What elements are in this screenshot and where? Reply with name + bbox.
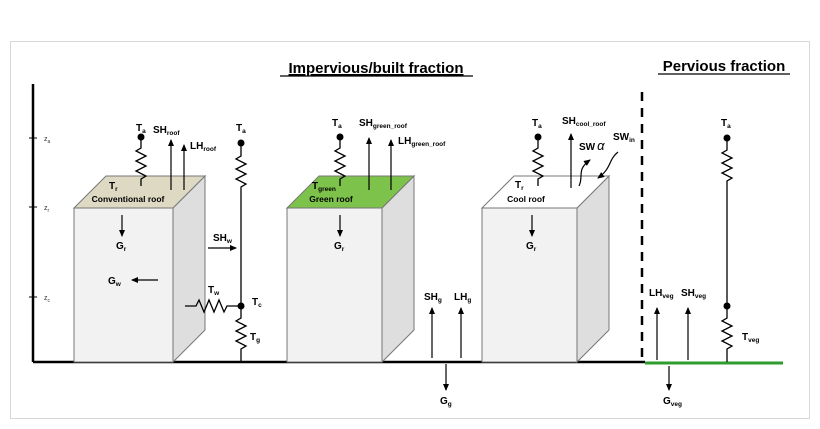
resistor-green [333,140,347,186]
building-front [481,207,578,363]
label-sh-roof: SHroof [153,125,180,137]
label-sh-g: SHg [424,292,442,304]
node-ta-roof [137,133,145,141]
label-gr-1: Gr [116,241,127,253]
label-ta-1: Ta [136,123,146,135]
label-ta-3: Ta [332,118,342,130]
building-front [286,207,383,363]
arrow-sw-alpha [578,159,591,187]
node-ta-veg [723,134,731,142]
label-g-g: Gg [440,396,452,408]
label-ta-5: Ta [721,118,731,130]
building-cool [480,174,611,364]
node-ta-cool [534,133,542,141]
building-green [285,174,416,364]
label-tg: Tg [250,332,260,344]
resistor-roof [134,140,148,186]
resistor-canyon-ground [234,309,248,361]
label-sh-w: SHw [213,233,233,245]
building-front [73,207,174,363]
node-tc [237,302,245,310]
label-sh-veg: SHveg [681,288,706,300]
z-axis-ticks: za zr zc [29,136,51,304]
label-lh-g: LHg [454,292,471,304]
arrow-sw-in [597,151,619,179]
roof-top-cool [480,175,611,209]
label-lh-veg: LHveg [649,288,674,300]
conventional-roof-label: Conventional roof [92,194,165,204]
label-sh-cool: SHcool_roof [562,116,606,128]
label-tr-1: Tr [109,181,118,193]
tick-zr: zr [44,205,50,214]
pervious-header: Pervious fraction [663,58,786,75]
label-tveg: Tveg [742,332,759,344]
label-lh-roof: LHroof [190,141,217,153]
building-conventional [72,174,207,364]
label-sw-in: SWin [613,132,635,144]
resistor-canyon-top [234,146,248,303]
label-tc: Tc [252,297,262,309]
roof-top-green [285,175,416,209]
node-ta-green [336,133,344,141]
impervious-header: Impervious/built fraction [288,60,463,77]
label-lh-green: LHgreen_roof [398,136,446,148]
tick-za: za [44,136,51,145]
label-sh-green: SHgreen_roof [359,118,408,130]
cool-roof-label: Cool roof [507,194,545,204]
roof-top-conventional [72,175,207,209]
tick-zc: zc [44,295,51,304]
label-tr-3: Tr [515,180,524,192]
green-roof-label: Green roof [309,194,353,204]
label-g-veg: Gveg [663,396,682,408]
label-tgreen: Tgreen [312,181,336,193]
label-ta-4: Ta [532,118,542,130]
resistor-wall [185,298,238,314]
label-gr-2: Gr [334,241,345,253]
label-gw: Gw [108,276,122,288]
node-ta-canyon [237,139,245,147]
label-gr-3: Gr [526,241,537,253]
resistor-cool [531,140,545,186]
label-ta-2: Ta [236,123,246,135]
resistor-veg-top [720,141,734,303]
node-veg [723,302,731,310]
label-tw: Tw [208,285,220,297]
resistor-veg-ground [720,309,734,362]
